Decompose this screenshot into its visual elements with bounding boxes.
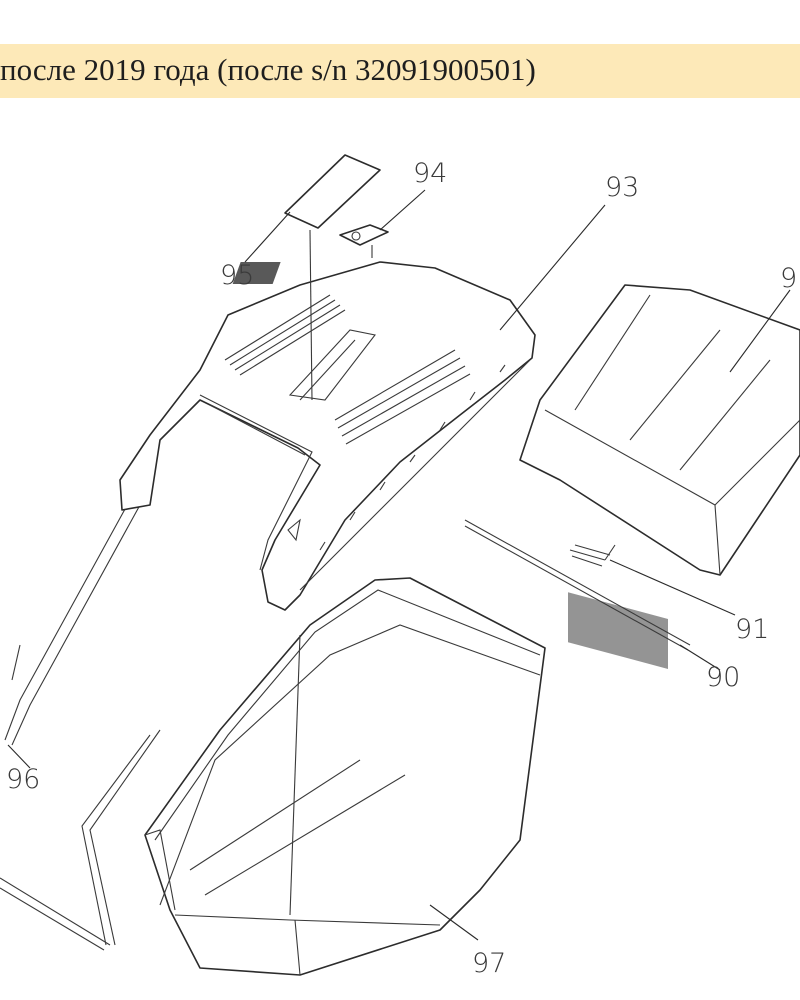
page-title: после 2019 года (после s/n 32091900501) xyxy=(0,52,536,87)
part-93-upper-cover xyxy=(119,261,536,611)
label-92: 9 xyxy=(780,263,797,294)
label-93: 93 xyxy=(605,172,639,203)
label-94: 94 xyxy=(413,158,447,189)
part-91-spring xyxy=(569,544,616,567)
label-96: 96 xyxy=(6,764,40,795)
part-92-rear-hood xyxy=(519,284,800,669)
label-90: 90 xyxy=(706,662,740,693)
part-96-frame xyxy=(0,499,161,951)
part-94-clip xyxy=(339,224,389,258)
label-91: 91 xyxy=(735,614,769,645)
part-97-grass-bag xyxy=(144,577,546,976)
part-95-plate xyxy=(284,154,381,401)
part-90-rod xyxy=(464,519,691,651)
label-97: 97 xyxy=(472,948,506,979)
header-banner xyxy=(0,44,800,98)
label-95: 95 xyxy=(220,260,254,291)
leader-lines xyxy=(7,189,791,941)
